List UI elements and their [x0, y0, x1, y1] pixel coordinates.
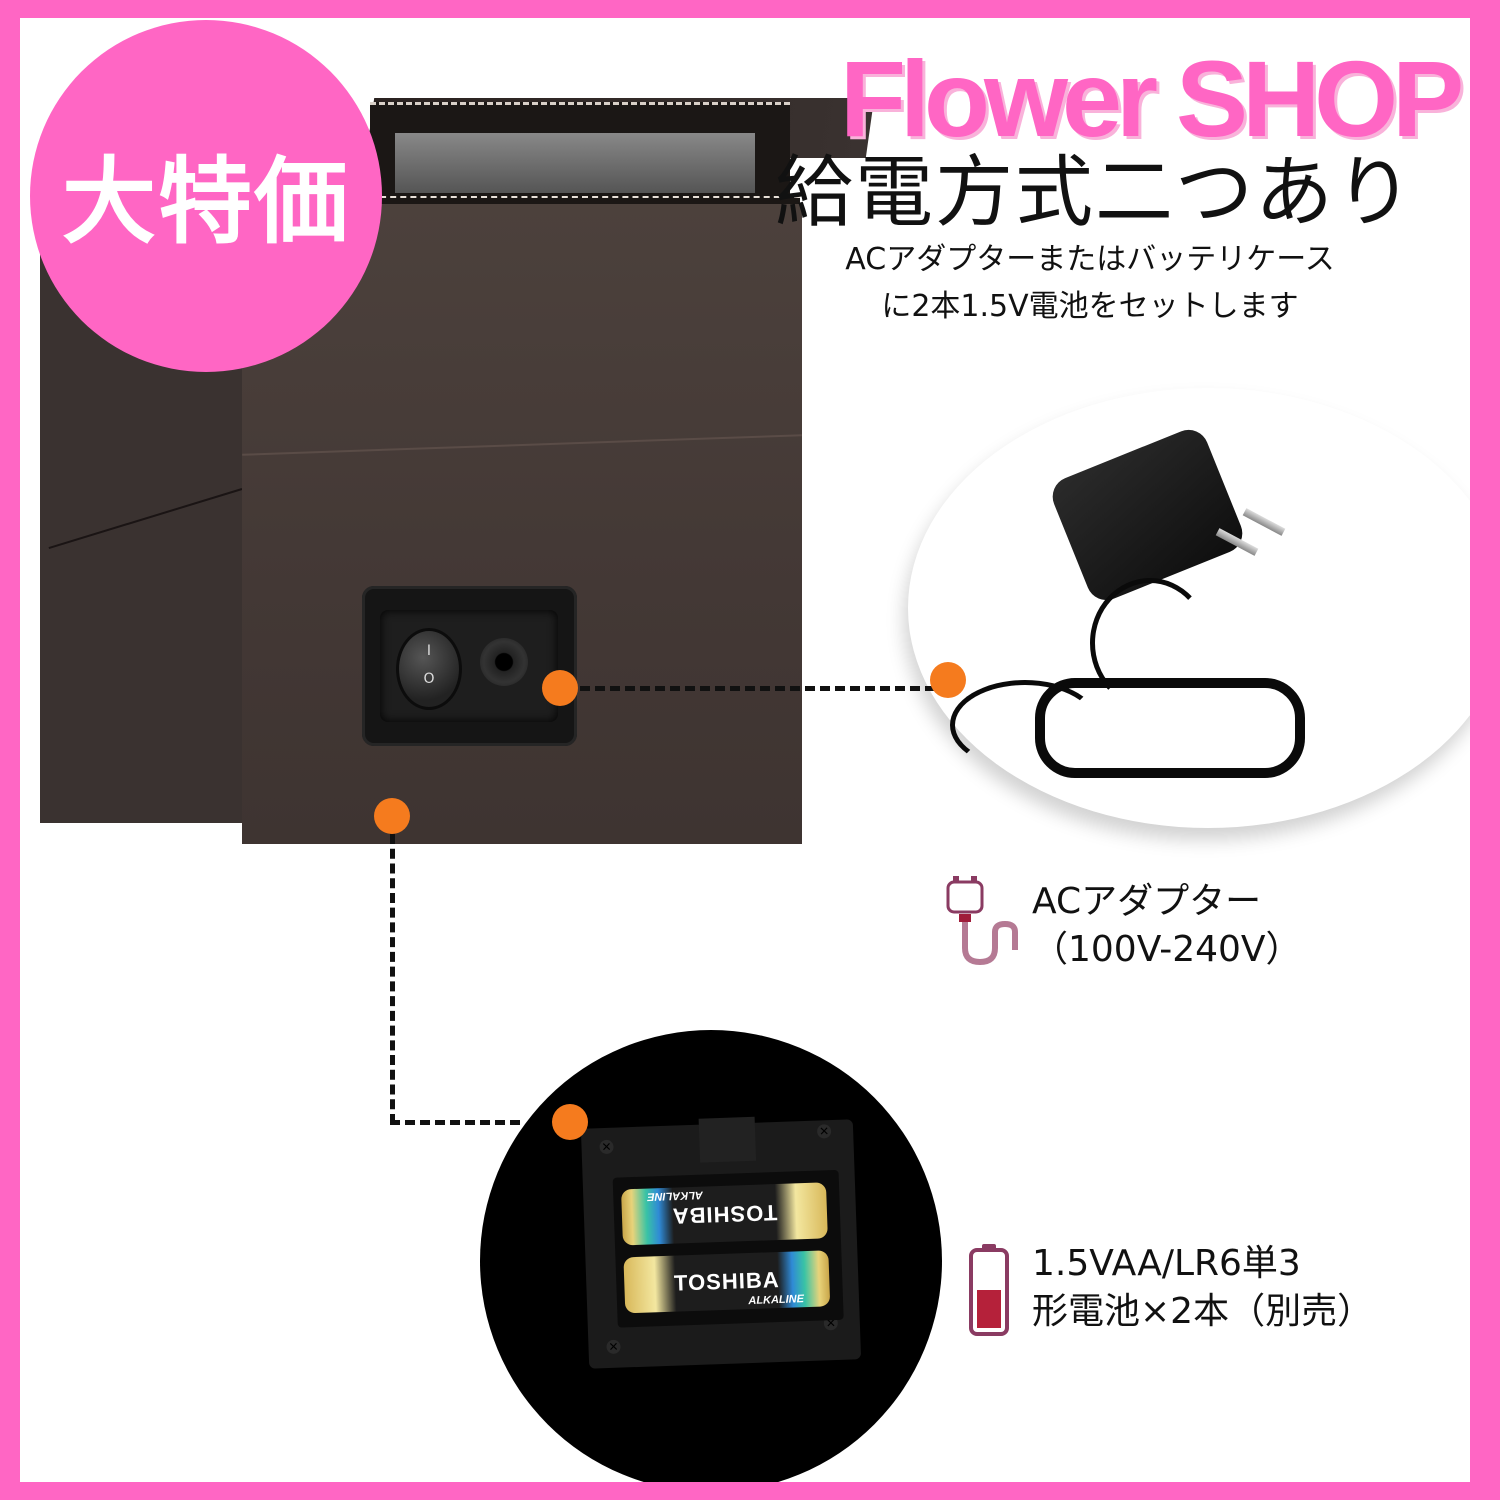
box-stitching — [370, 196, 800, 206]
connector-line-adapter — [580, 686, 935, 691]
callout-marker-adapter — [930, 662, 966, 698]
adapter-cable — [1090, 578, 1210, 708]
headline-subtext: ACアダプターまたはバッテリケース に2本1.5V電池をセットします — [790, 236, 1390, 330]
power-switch-panel: I O — [362, 586, 577, 746]
subtext-line-1: ACアダプターまたはバッテリケース — [845, 242, 1335, 277]
battery-latch — [698, 1116, 757, 1163]
power-plug-icon — [946, 876, 1018, 966]
callout-marker-dc-jack — [542, 670, 578, 706]
battery-spec-line-2: 形電池×2本（別売） — [1032, 1291, 1374, 1332]
connector-line-battery-vertical — [390, 834, 395, 1124]
sale-badge-label: 大特価 — [61, 148, 350, 257]
battery-icon — [969, 1244, 1009, 1336]
connector-line-battery-horizontal — [390, 1120, 520, 1125]
aa-battery: TOSHIBA ALKALINE — [623, 1250, 831, 1314]
dc-power-jack — [480, 638, 528, 686]
ac-adapter-voltage: （100V-240V） — [1032, 929, 1302, 970]
switch-recess: I O — [380, 610, 558, 722]
battery-spec-line-1: 1.5VAA/LR6単3 — [1032, 1243, 1301, 1284]
callout-marker-box-bottom — [374, 798, 410, 834]
sale-badge: 大特価 — [30, 20, 382, 372]
aa-battery: TOSHIBA ALKALINE — [621, 1182, 828, 1246]
ad-canvas: I O 大特価 Flower SHOP 給電方式二つあり ACアダプターまたはバ… — [20, 18, 1470, 1482]
switch-off-symbol: O — [423, 671, 435, 687]
rocker-switch[interactable]: I O — [396, 628, 462, 710]
screw-icon: ✕ — [816, 1124, 832, 1139]
callout-marker-battery — [552, 1104, 588, 1140]
shop-brand-logo: Flower SHOP — [840, 38, 1464, 159]
box-glass-window — [395, 133, 755, 193]
headline: 給電方式二つあり — [775, 148, 1416, 238]
switch-on-symbol: I — [426, 643, 432, 659]
battery-tray: TOSHIBA ALKALINE TOSHIBA ALKALINE — [612, 1169, 844, 1328]
screw-icon: ✕ — [599, 1139, 614, 1155]
battery-cover-plate: ✕ ✕ ✕ ✕ TOSHIBA ALKALINE TOSHIBA ALKALIN… — [580, 1116, 862, 1369]
ac-adapter-spec: ACアダプター （100V-240V） — [1032, 878, 1302, 974]
battery-spec: 1.5VAA/LR6単3 形電池×2本（別売） — [1032, 1240, 1373, 1336]
adapter-cable-end — [950, 680, 1100, 770]
screw-icon: ✕ — [606, 1339, 621, 1355]
subtext-line-2: に2本1.5V電池をセットします — [881, 289, 1299, 324]
ac-adapter-label: ACアダプター — [1032, 881, 1262, 922]
